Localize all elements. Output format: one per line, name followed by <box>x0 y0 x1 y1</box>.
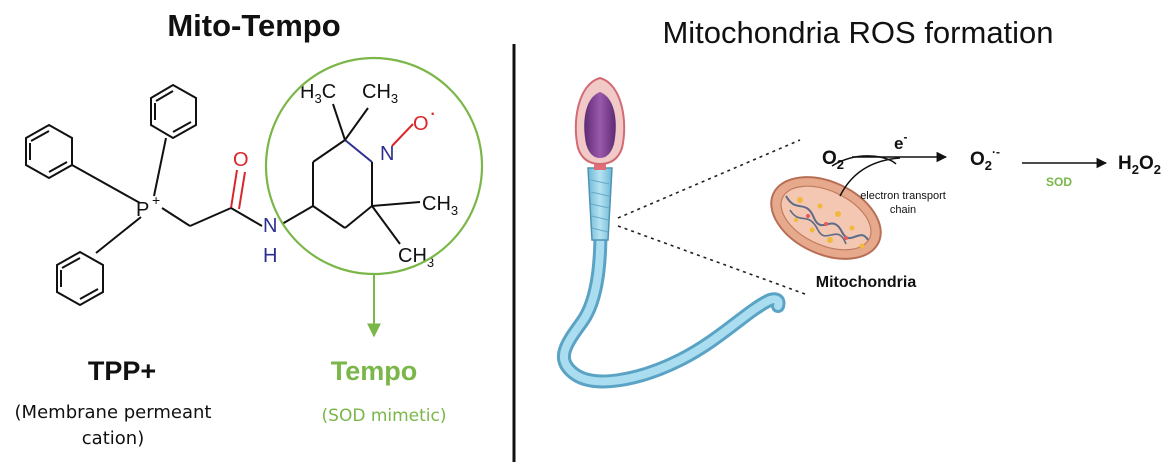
methyl-top-right: CH3 <box>362 81 398 106</box>
h2o2-label: H2O2 <box>1118 153 1161 177</box>
tempo-description: (SOD mimetic) <box>322 406 447 426</box>
atom-charge-plus: + <box>152 192 160 208</box>
zoom-line-bottom <box>617 225 806 295</box>
right-panel: Mitochondria ROS formation <box>556 15 1161 389</box>
left-panel: Mito-Tempo <box>15 8 484 449</box>
tpp-label: TPP+ <box>88 356 156 386</box>
mito-tempo-title: Mito-Tempo <box>167 8 340 43</box>
radical-dot: · <box>429 100 436 125</box>
sperm-cell-illustration <box>556 76 786 389</box>
tpp-description-line1: (Membrane permeant <box>15 402 212 423</box>
methyl-right-2: CH3 <box>398 245 434 270</box>
benzene-ring-bottom <box>56 250 104 307</box>
etc-label-line2: chain <box>890 204 916 216</box>
zoom-line-top <box>617 139 801 219</box>
methyl-right-1: CH3 <box>422 193 458 218</box>
methyl-top-left: H3C <box>300 81 336 106</box>
sod-label: SOD <box>1046 175 1072 189</box>
o2-label: O2 <box>822 148 844 172</box>
atom-amide-hydrogen: H <box>263 245 277 267</box>
mito-tempo-molecule <box>25 83 421 307</box>
ros-formation-title: Mitochondria ROS formation <box>662 15 1053 50</box>
mitochondrion-illustration <box>770 176 882 260</box>
atom-amide-nitrogen: N <box>263 215 277 237</box>
benzene-ring-left <box>25 123 73 180</box>
electron-label: e- <box>894 130 907 153</box>
etc-label-line1: electron transport <box>860 190 946 202</box>
tempo-label: Tempo <box>331 356 418 386</box>
atom-ring-nitrogen: N <box>380 143 394 165</box>
atom-carbonyl-oxygen: O <box>233 149 249 171</box>
atom-phosphorus: P <box>136 199 149 221</box>
superoxide-label: O2·- <box>970 145 1000 173</box>
electron-input-arrow <box>831 155 897 167</box>
tpp-description-line2: cation) <box>82 428 144 449</box>
benzene-ring-top <box>150 83 197 140</box>
mitochondria-label: Mitochondria <box>816 274 917 291</box>
atom-oxyl-oxygen: O <box>413 113 429 135</box>
electron-curve <box>839 157 901 197</box>
